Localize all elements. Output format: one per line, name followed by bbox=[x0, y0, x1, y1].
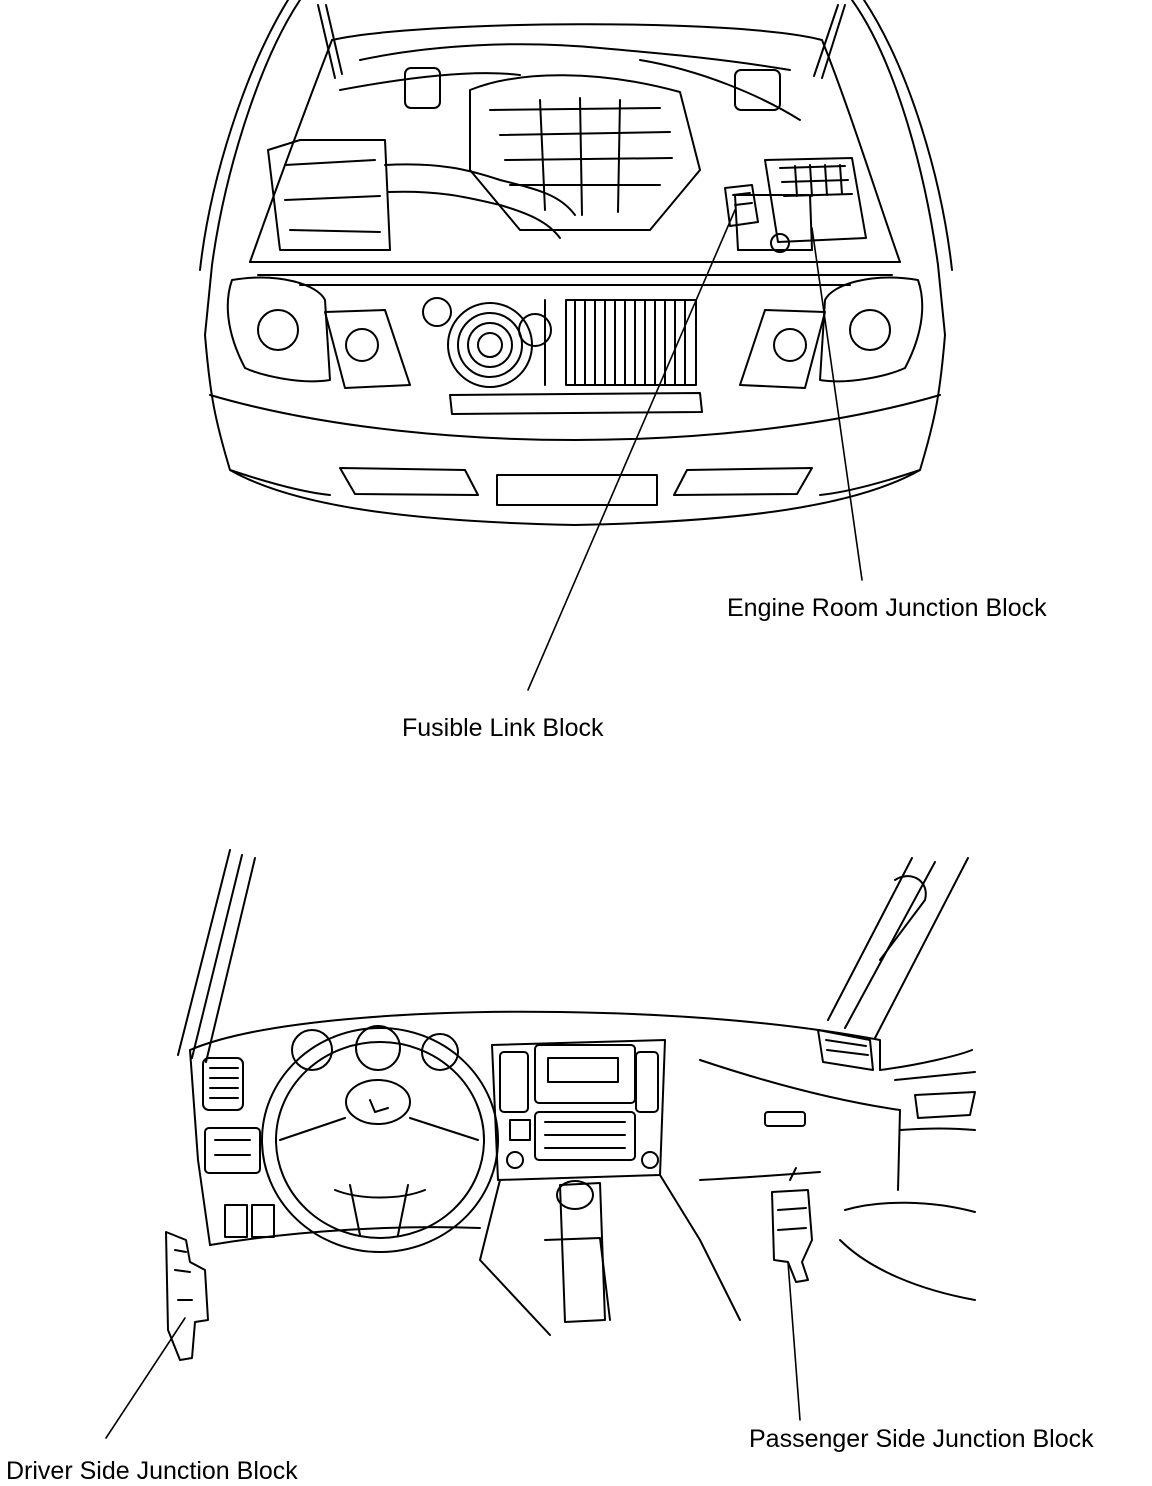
leader-engine-room-junction-block bbox=[811, 227, 863, 581]
interior-dashboard-illustration bbox=[165, 849, 976, 1361]
leader-lines bbox=[105, 209, 863, 1439]
leader-driver-side-junction-block bbox=[105, 1317, 186, 1439]
fusible-link-block-label: Fusible Link Block bbox=[402, 714, 604, 742]
leader-passenger-side-junction-block bbox=[787, 1261, 801, 1421]
engine-room-junction-block-label: Engine Room Junction Block bbox=[727, 594, 1047, 622]
engine-bay-illustration bbox=[199, 0, 953, 526]
leader-fusible-link-block bbox=[527, 209, 736, 691]
driver-side-junction-block-label: Driver Side Junction Block bbox=[6, 1457, 298, 1485]
passenger-side-junction-block-label: Passenger Side Junction Block bbox=[749, 1425, 1094, 1453]
